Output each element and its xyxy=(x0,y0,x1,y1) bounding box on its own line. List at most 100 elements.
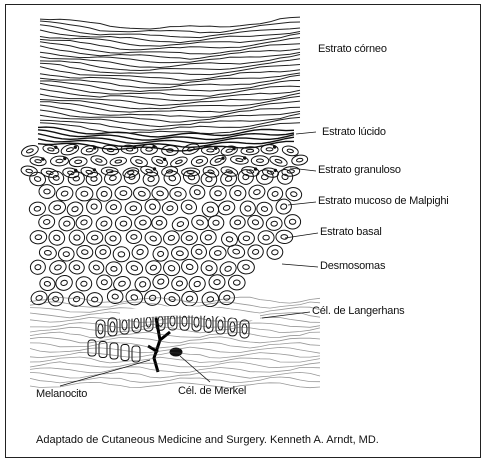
epidermal-cell xyxy=(126,230,142,244)
cell-nucleus xyxy=(99,249,106,255)
epidermal-cell xyxy=(180,198,199,216)
dermis-fiber xyxy=(30,332,320,338)
cell-nucleus xyxy=(177,221,185,227)
cell-nucleus xyxy=(168,265,176,272)
epidermal-cell xyxy=(54,273,74,292)
epidermal-cell xyxy=(217,199,237,217)
epidermal-cell xyxy=(29,259,46,276)
cell-nucleus xyxy=(194,189,201,195)
cell-nucleus xyxy=(91,176,98,181)
cell-nucleus xyxy=(73,176,80,182)
cell-nucleus xyxy=(206,265,213,271)
cell-nucleus xyxy=(53,234,61,241)
epidermal-cell xyxy=(188,183,207,201)
epidermal-cell xyxy=(48,200,67,216)
label-estrato-lucido: Estrato lúcido xyxy=(322,126,386,138)
epidermal-cell xyxy=(251,156,269,166)
cell-nucleus xyxy=(149,235,157,241)
epidermal-cell xyxy=(163,291,181,308)
cell-nucleus xyxy=(225,175,233,182)
cell-nucleus xyxy=(242,264,249,270)
cell-nucleus xyxy=(91,235,98,240)
cell-nucleus xyxy=(166,205,173,211)
epidermal-cell xyxy=(124,288,144,307)
epidermal-cell xyxy=(151,216,167,230)
epidermal-cell xyxy=(229,215,245,229)
cell-nucleus xyxy=(290,191,297,197)
epidermal-cell xyxy=(76,245,93,260)
cell-nucleus xyxy=(150,264,157,270)
basal-nucleus xyxy=(122,320,127,330)
cell-nucleus xyxy=(186,296,193,302)
epidermal-cell xyxy=(246,243,264,260)
cell-nucleus xyxy=(112,294,119,300)
cell-nucleus xyxy=(95,158,102,163)
cell-nucleus xyxy=(157,278,165,285)
basal-cell xyxy=(204,314,213,332)
basal-cell xyxy=(121,345,129,361)
epidermal-cell xyxy=(209,186,226,201)
corneum-fiber-line xyxy=(40,114,300,127)
cell-nucleus xyxy=(195,249,202,255)
cell-nucleus xyxy=(75,160,82,164)
cell-nucleus xyxy=(226,149,233,153)
epidermal-cell xyxy=(262,167,280,179)
label-estrato-basal: Estrato basal xyxy=(320,226,382,238)
cell-nucleus xyxy=(242,174,249,181)
cell-nucleus xyxy=(136,249,144,256)
epidermal-cell xyxy=(113,247,130,263)
cell-nucleus xyxy=(81,191,88,196)
granule-dot xyxy=(254,168,256,170)
epidermal-cell xyxy=(239,199,257,217)
granule-dot xyxy=(94,147,96,149)
epidermal-cell xyxy=(39,245,58,261)
epidermal-cell xyxy=(81,144,99,156)
cell-nucleus xyxy=(146,148,153,152)
epidermal-cell xyxy=(40,167,59,179)
cell-nucleus xyxy=(296,158,303,162)
cell-nucleus xyxy=(275,159,283,164)
cell-nucleus xyxy=(223,205,231,211)
cell-nucleus xyxy=(43,219,50,225)
epidermal-cell xyxy=(285,215,301,229)
cell-nucleus xyxy=(234,190,241,196)
cell-nucleus xyxy=(47,147,54,151)
epidermal-cell xyxy=(68,259,85,275)
cell-nucleus xyxy=(156,191,163,197)
epidermal-cell xyxy=(74,214,93,232)
cell-nucleus xyxy=(253,189,261,195)
epidermal-cell xyxy=(247,183,266,201)
cell-nucleus xyxy=(101,191,107,196)
cell-nucleus xyxy=(139,220,146,225)
cell-nucleus xyxy=(110,204,117,210)
cell-nucleus xyxy=(243,236,250,241)
cell-nucleus xyxy=(131,234,137,239)
cell-nucleus xyxy=(91,204,97,209)
granule-dot xyxy=(153,168,155,170)
epidermal-cell xyxy=(96,275,112,290)
cell-nucleus xyxy=(120,221,127,227)
label-melanocito: Melanocito xyxy=(36,388,87,400)
basal-cell xyxy=(240,320,249,338)
cell-nucleus xyxy=(232,249,240,255)
corneum-fiber-line xyxy=(40,17,300,29)
label-desmosomas: Desmosomas xyxy=(320,260,385,272)
cell-nucleus xyxy=(187,174,195,181)
basal-cell xyxy=(216,316,225,334)
epidermal-cell xyxy=(105,231,121,246)
basal-cell xyxy=(110,343,118,359)
epidermal-cell xyxy=(109,156,127,167)
epidermal-cell xyxy=(227,243,246,259)
epidermal-cell xyxy=(39,276,56,292)
epidermal-cell xyxy=(20,165,38,177)
cell-nucleus xyxy=(53,297,59,302)
cell-nucleus xyxy=(86,148,93,152)
cell-nucleus xyxy=(35,235,42,240)
epidermal-cell xyxy=(200,260,217,276)
cell-nucleus xyxy=(26,148,34,153)
epidermal-cell xyxy=(87,259,105,276)
cell-nucleus xyxy=(224,265,232,272)
dermis-fiber xyxy=(30,362,320,368)
epidermal-cell xyxy=(62,167,80,179)
epidermal-cell xyxy=(229,185,247,202)
